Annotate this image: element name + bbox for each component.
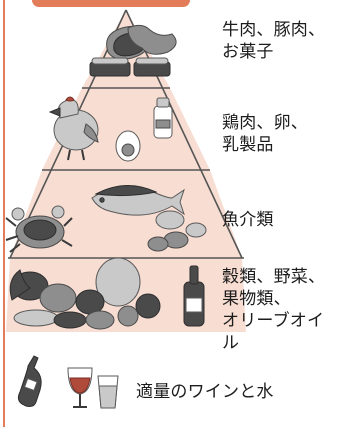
steak-icon [106, 24, 177, 60]
tier-2-label: 鶏肉、卵、 乳製品 [222, 113, 308, 155]
chicken-icon [48, 96, 99, 161]
olive-oil-bottle-icon [183, 265, 205, 327]
egg-icon [115, 130, 141, 162]
tier-3-label: 魚介類 [222, 210, 274, 230]
tier-4-label: 穀類、野菜、 果物類、 オリーブオイル [222, 267, 326, 353]
wine-bottle-icon [17, 355, 42, 407]
shellfish-icon [147, 210, 207, 252]
fish-icon [91, 184, 185, 216]
base-label: 適量のワインと水 [136, 382, 274, 402]
sweets-icon [89, 57, 171, 77]
milk-bottle-icon [153, 97, 173, 139]
frame-top-tab [32, 0, 190, 7]
crab-icon [5, 205, 73, 253]
wine-glass-icon [67, 367, 93, 408]
tier-1-label: 牛肉、豚肉、 お菓子 [222, 20, 326, 62]
vegetables-icon [9, 257, 161, 330]
frame-left-border [3, 0, 5, 427]
water-glass-icon [97, 375, 119, 409]
